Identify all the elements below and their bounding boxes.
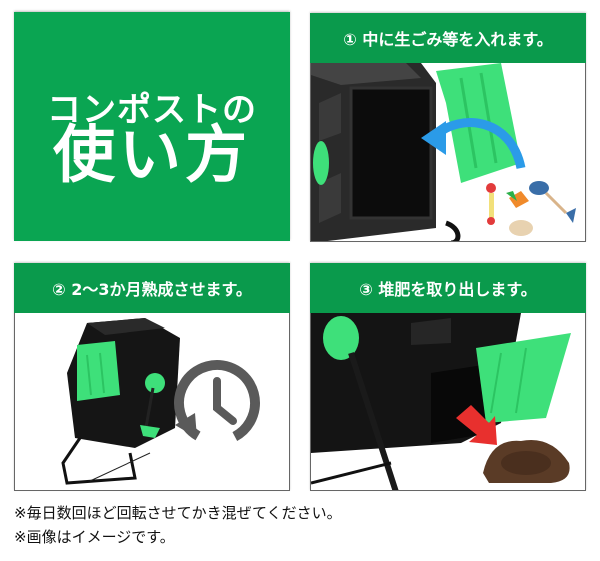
step-2-panel: ② 2〜3か月熟成させます。 — [14, 263, 290, 491]
step-1-header: ① 中に生ごみ等を入れます。 — [310, 13, 586, 63]
title-line2: 使い方 — [52, 118, 251, 191]
compost-output-icon — [311, 313, 571, 490]
step-2-header: ② 2〜3か月熟成させます。 — [14, 263, 290, 313]
step-3-image — [311, 313, 585, 490]
title-panel: コンポストの 使い方 — [14, 12, 290, 241]
step-3-panel: ③ 堆肥を取り出します。 — [310, 263, 586, 491]
step-2-image — [15, 313, 289, 490]
step-3-header: ③ 堆肥を取り出します。 — [310, 263, 586, 313]
title-line1: コンポストの — [47, 90, 257, 130]
note-image-disclaimer: ※画像はイメージです。 — [14, 528, 175, 546]
note-rotate-daily: ※毎日数回ほど回転させてかき混ぜてください。 — [14, 504, 342, 522]
notes: ※毎日数回ほど回転させてかき混ぜてください。 ※画像はイメージです。 — [14, 501, 342, 549]
step-1-panel: ① 中に生ごみ等を入れます。 — [310, 13, 586, 242]
compost-bin-open-icon — [311, 63, 576, 241]
compost-tumbler-icon — [61, 318, 260, 485]
step-1-image — [311, 63, 585, 241]
